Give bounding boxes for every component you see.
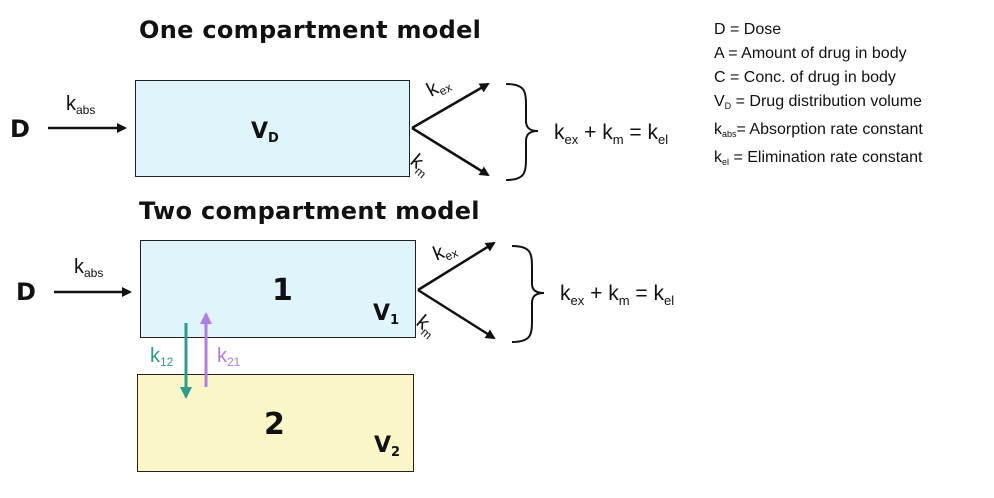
k-abs-label-two: kabs — [74, 256, 104, 280]
elimination-equation-two: kex + km = kel — [560, 282, 675, 308]
legend-item-conc: C = Conc. of drug in body — [714, 69, 896, 86]
compartment-1-label: 1 — [272, 273, 293, 308]
legend: D = Dose A = Amount of drug in body C = … — [714, 18, 923, 174]
compartment-box-1: 1 V1 — [140, 240, 416, 338]
compartment-1-volume: V1 — [373, 301, 400, 328]
arrow-km-two — [417, 288, 496, 340]
brace-one — [505, 83, 539, 181]
legend-item-kel: kel = Elimination rate constant — [714, 149, 923, 167]
compartment-2-label: 2 — [264, 407, 285, 442]
compartment-box-vd: VD — [135, 80, 410, 177]
dose-label-one: D — [10, 115, 30, 143]
arrow-kex-two — [417, 241, 496, 292]
compartment-vd-label: VD — [251, 119, 279, 146]
k12-label: k12 — [150, 345, 174, 369]
legend-item-amount: A = Amount of drug in body — [714, 45, 907, 62]
dose-label-two: D — [16, 278, 36, 306]
legend-item-dose: D = Dose — [714, 21, 782, 38]
arrow-km-one — [411, 126, 490, 177]
compartment-2-volume: V2 — [374, 433, 401, 460]
title-one-compartment: One compartment model — [139, 16, 482, 44]
title-two-compartment: Two compartment model — [139, 197, 480, 225]
k-abs-label-one: kabs — [66, 93, 96, 117]
brace-two — [511, 245, 545, 343]
arrow-kex-one — [411, 82, 490, 130]
legend-item-kabs: kabs= Absorption rate constant — [714, 121, 923, 139]
legend-item-volume: VD = Drug distribution volume — [714, 93, 922, 111]
elimination-equation-one: kex + km = kel — [554, 121, 669, 147]
k21-label: k21 — [217, 345, 241, 369]
